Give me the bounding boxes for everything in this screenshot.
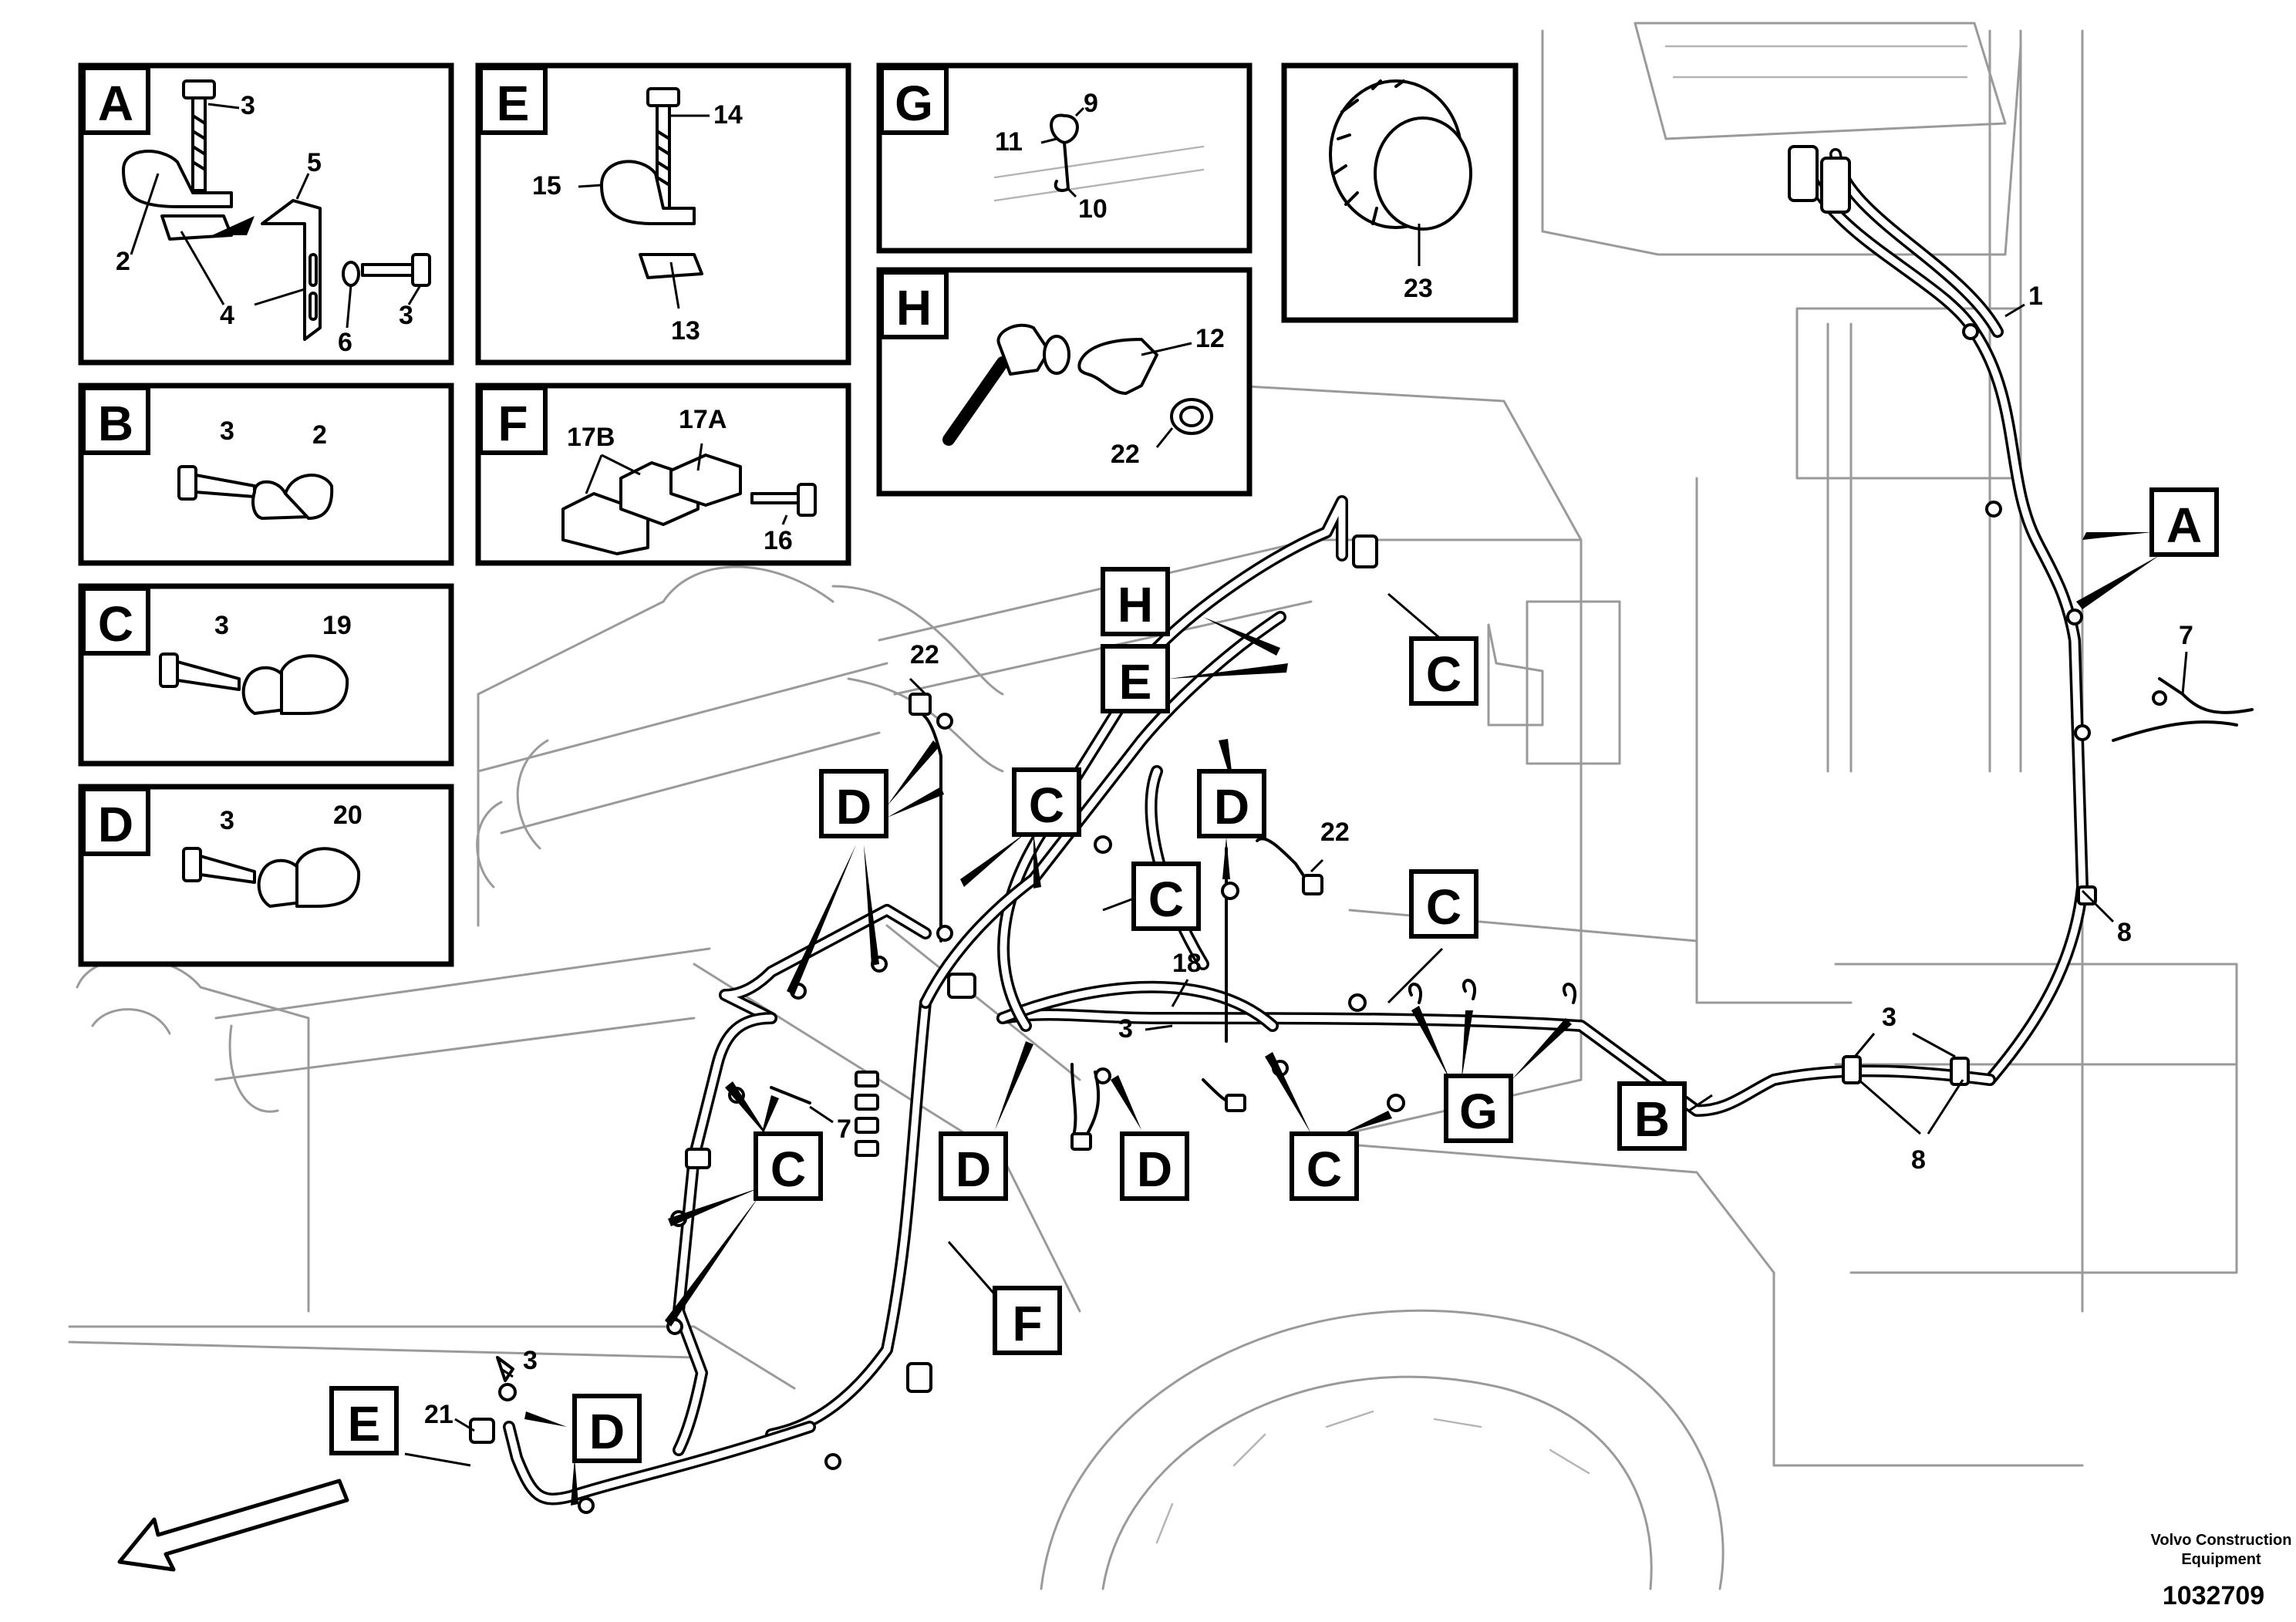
part-number: 22 bbox=[1320, 818, 1350, 847]
part-number: 4 bbox=[220, 301, 234, 330]
detail-panel-g: G 9 11 10 bbox=[876, 62, 1253, 254]
part-number: 17A bbox=[679, 405, 727, 434]
callout-letter: C bbox=[1426, 879, 1462, 935]
callout-letter: C bbox=[1029, 777, 1064, 833]
callout-letter: B bbox=[1634, 1091, 1670, 1147]
part-number: 3 bbox=[1118, 1014, 1133, 1044]
part-number: 5 bbox=[307, 148, 322, 177]
callout-letter: D bbox=[956, 1141, 991, 1197]
callout-letter: F bbox=[1012, 1296, 1042, 1351]
part-number: 1 bbox=[2028, 282, 2043, 311]
part-number: 18 bbox=[1172, 949, 1202, 978]
panel-letter: H bbox=[896, 280, 932, 336]
part-number: 3 bbox=[214, 611, 229, 640]
part-number: 22 bbox=[910, 640, 939, 669]
detail-panel-c: C 3 19 bbox=[78, 583, 454, 767]
part-numbers: 1 7 8 8 3 22 22 18 3 7 3 21 bbox=[424, 282, 2193, 1432]
front-direction-arrow bbox=[117, 1479, 349, 1572]
part-number: 2 bbox=[312, 420, 327, 450]
detail-panel-f: F 17B 17A 16 bbox=[475, 383, 851, 566]
callout-letter: C bbox=[1426, 646, 1462, 702]
callout-letter: H bbox=[1118, 577, 1153, 632]
part-number: 21 bbox=[424, 1400, 453, 1429]
part-number: 14 bbox=[713, 100, 743, 130]
part-number: 2 bbox=[116, 247, 130, 276]
detail-panel-h: H 12 22 bbox=[876, 267, 1253, 497]
detail-panel-d: D 3 20 bbox=[78, 784, 454, 967]
detail-panel-a: A 3 5 2 4 6 3 bbox=[78, 62, 454, 366]
detail-panel-b: B 3 2 bbox=[78, 383, 454, 566]
part-number: 19 bbox=[322, 611, 352, 640]
part-number: 3 bbox=[1882, 1003, 1896, 1032]
part-number: 11 bbox=[995, 127, 1023, 157]
part-number: 10 bbox=[1078, 194, 1108, 224]
part-number: 3 bbox=[241, 91, 255, 120]
panel-letter: E bbox=[497, 76, 530, 131]
part-number: 3 bbox=[399, 301, 413, 330]
callout-letter: D bbox=[589, 1404, 625, 1459]
part-number: 16 bbox=[764, 526, 793, 555]
callout-letter: C bbox=[1306, 1141, 1342, 1197]
panel-letter: F bbox=[497, 396, 528, 451]
panel-letter: A bbox=[98, 76, 133, 131]
part-number: 12 bbox=[1195, 324, 1225, 353]
part-number: 8 bbox=[1911, 1145, 1926, 1175]
callout-letter: A bbox=[2166, 497, 2202, 553]
callout-letter: C bbox=[1148, 872, 1184, 927]
part-number: 8 bbox=[2117, 918, 2132, 947]
part-number: 3 bbox=[523, 1346, 538, 1375]
callout-letter: E bbox=[348, 1396, 381, 1452]
callout-letter: E bbox=[1119, 654, 1152, 710]
company-name-line1: Volvo Construction bbox=[2151, 1532, 2292, 1549]
callout-letter: D bbox=[836, 779, 872, 835]
part-number: 9 bbox=[1084, 89, 1098, 118]
panel-letter: C bbox=[98, 596, 133, 652]
part-number: 15 bbox=[532, 171, 561, 201]
part-number: 20 bbox=[333, 801, 362, 830]
panel-letter: G bbox=[895, 76, 933, 131]
part-number: 6 bbox=[338, 328, 352, 357]
part-number: 22 bbox=[1111, 440, 1140, 469]
callouts: A H E C D C C D C bbox=[329, 487, 2219, 1506]
detail-panel-cap: 23 bbox=[1281, 62, 1519, 323]
drawing-number: 1032709 bbox=[2163, 1581, 2264, 1610]
part-number: 3 bbox=[220, 806, 234, 835]
part-number: 23 bbox=[1404, 274, 1433, 303]
part-number: 7 bbox=[2179, 621, 2193, 650]
callout-letter: C bbox=[770, 1141, 806, 1197]
callout-letter: G bbox=[1459, 1084, 1498, 1139]
part-number: 17B bbox=[567, 423, 615, 452]
callout-letter: D bbox=[1137, 1141, 1172, 1197]
panel-letter: B bbox=[98, 396, 133, 451]
detail-panel-e: E 14 15 13 bbox=[475, 62, 851, 366]
part-number: 3 bbox=[220, 416, 234, 446]
part-number: 13 bbox=[671, 316, 700, 346]
company-name-line2: Equipment bbox=[2181, 1551, 2261, 1568]
panel-letter: D bbox=[98, 797, 133, 852]
part-number: 7 bbox=[837, 1114, 851, 1144]
callout-letter: D bbox=[1214, 779, 1249, 835]
